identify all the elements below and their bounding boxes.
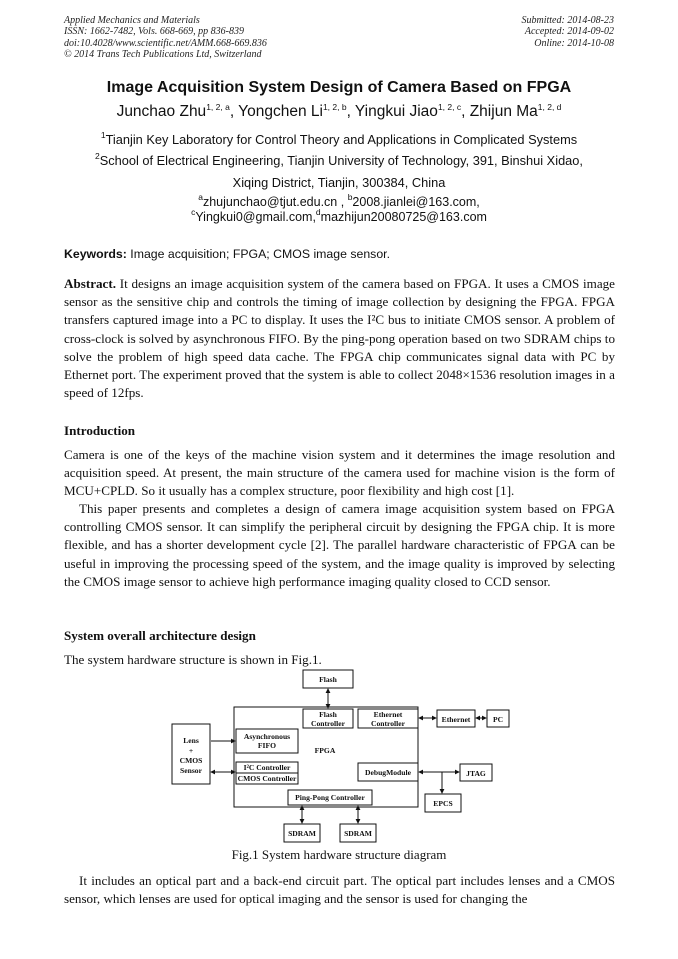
intro-paragraph-2: This paper presents and completes a desi… — [64, 501, 615, 589]
email-sup: d — [315, 207, 321, 217]
ethernet-controller-box — [357, 708, 419, 729]
keywords-text: Image acquisition; FPGA; CMOS image sens… — [126, 247, 390, 261]
cmos-controller-label: CMOS Controller — [238, 774, 297, 783]
email-sup: b — [347, 192, 353, 202]
flash-controller-label: Controller — [311, 719, 346, 728]
debug-module-box — [357, 762, 419, 782]
i2c-controller-label: I²C Controller — [244, 763, 291, 772]
system-hardware-diagram: Flash Flash Controller Ethernet Controll… — [171, 669, 510, 843]
online-date: Online: 2014-10-08 — [534, 37, 614, 49]
keywords-label: Keywords: — [64, 247, 127, 261]
email-c[interactable]: Yingkui0@gmail.com, — [195, 210, 316, 224]
lens-label: + — [189, 746, 193, 755]
author-name: Yongchen Li — [238, 103, 323, 120]
sdram-label: SDRAM — [344, 829, 372, 838]
email-line-1: azhujunchao@tjut.edu.cn , b2008.jianlei@… — [0, 192, 678, 209]
debug-module-label: DebugModule — [365, 768, 412, 777]
author-sup: 1, 2, c — [437, 102, 462, 112]
author-sup: 1, 2, b — [322, 102, 347, 112]
abstract-text: It designs an image acquisition system o… — [64, 276, 615, 401]
fpga-label: FPGA — [315, 746, 336, 755]
affiliation-1: 1Tianjin Key Laboratory for Control Theo… — [0, 130, 678, 147]
submitted-date: Submitted: 2014-08-23 — [521, 15, 615, 26]
keywords: Keywords: Image acquisition; FPGA; CMOS … — [64, 247, 624, 261]
email-line-2: cYingkui0@gmail.com,dmazhijun20080725@16… — [0, 207, 678, 224]
affiliation-sup: 2 — [95, 151, 100, 161]
async-fifo-label: FIFO — [258, 741, 276, 750]
abstract-label: Abstract. — [64, 276, 116, 291]
author-name: Yingkui Jiao — [354, 103, 438, 120]
pingpong-controller-label: Ping-Pong Controller — [295, 793, 365, 802]
submission-dates: Submitted: 2014-08-23 Accepted: 2014-09-… — [522, 15, 615, 49]
affiliation-2: 2School of Electrical Engineering, Tianj… — [0, 151, 678, 168]
journal-doi: doi:10.4028/www.scientific.net/AMM.668-6… — [64, 37, 267, 49]
journal-copyright: © 2014 Trans Tech Publications Ltd, Swit… — [64, 49, 262, 61]
flash-label: Flash — [319, 675, 338, 684]
journal-issn: ISSN: 1662-7482, Vols. 668-669, pp 836-8… — [64, 26, 244, 38]
author-name: Zhijun Ma — [469, 103, 538, 120]
email-sup: c — [191, 207, 196, 217]
lens-cmos-box — [171, 723, 211, 785]
epcs-label: EPCS — [433, 799, 452, 808]
journal-name: Applied Mechanics and Materials — [64, 15, 200, 26]
lens-label: CMOS — [180, 756, 203, 765]
sdram-box-2 — [339, 823, 377, 843]
author-sup: 1, 2, d — [537, 102, 562, 112]
affiliation-text: Tianjin Key Laboratory for Control Theor… — [105, 132, 578, 147]
email-d[interactable]: mazhijun20080725@163.com — [320, 210, 487, 224]
accepted-date: Accepted: 2014-09-02 — [524, 26, 614, 38]
abstract: Abstract. It designs an image acquisitio… — [64, 275, 615, 402]
author-sup: 1, 2, a — [206, 102, 230, 112]
lens-label: Lens — [183, 736, 199, 745]
figure-caption: Fig.1 System hardware structure diagram — [231, 847, 447, 862]
author-list: Junchao Zhu1, 2, a, Yongchen Li1, 2, b, … — [116, 102, 562, 120]
intro-paragraph-1: Camera is one of the keys of the machine… — [64, 447, 615, 499]
ethernet-controller-label: Ethernet — [374, 710, 403, 719]
epcs-box — [424, 793, 462, 813]
async-fifo-label: Asynchronous — [244, 732, 290, 741]
cmos-controller-box — [235, 772, 299, 785]
affiliation-sup: 1 — [100, 130, 106, 140]
affiliation-text: School of Electrical Engineering, Tianji… — [99, 153, 583, 168]
ethernet-controller-label: Controller — [371, 719, 406, 728]
ethernet-box — [436, 709, 476, 728]
section-heading-architecture: System overall architecture design — [64, 628, 256, 643]
section-heading-introduction: Introduction — [64, 423, 136, 438]
pingpong-controller-box — [287, 789, 373, 806]
paper-title: Image Acquisition System Design of Camer… — [106, 79, 572, 96]
author-name: Junchao Zhu — [116, 103, 207, 120]
flash-box — [302, 669, 354, 689]
pc-label: PC — [493, 715, 503, 724]
pc-box — [486, 709, 510, 728]
email-b[interactable]: 2008.jianlei@163.com, — [352, 195, 480, 209]
sdram-box-1 — [283, 823, 321, 843]
lens-label: Sensor — [180, 766, 203, 775]
body-paragraph: It includes an optical part and a back-e… — [64, 873, 615, 907]
email-sup: a — [198, 192, 203, 202]
ethernet-label: Ethernet — [442, 715, 471, 724]
architecture-paragraph: The system hardware structure is shown i… — [64, 652, 322, 667]
flash-controller-box — [302, 708, 354, 729]
email-a[interactable]: zhujunchao@tjut.edu.cn , — [202, 195, 345, 209]
journal-info: Applied Mechanics and Materials ISSN: 16… — [64, 15, 267, 61]
flash-controller-label: Flash — [319, 710, 338, 719]
sdram-label: SDRAM — [288, 829, 316, 838]
jtag-box — [459, 763, 493, 782]
jtag-label: JTAG — [466, 769, 486, 778]
affiliation-2-cont: Xiqing District, Tianjin, 300384, China — [232, 175, 446, 190]
async-fifo-box — [235, 728, 299, 754]
